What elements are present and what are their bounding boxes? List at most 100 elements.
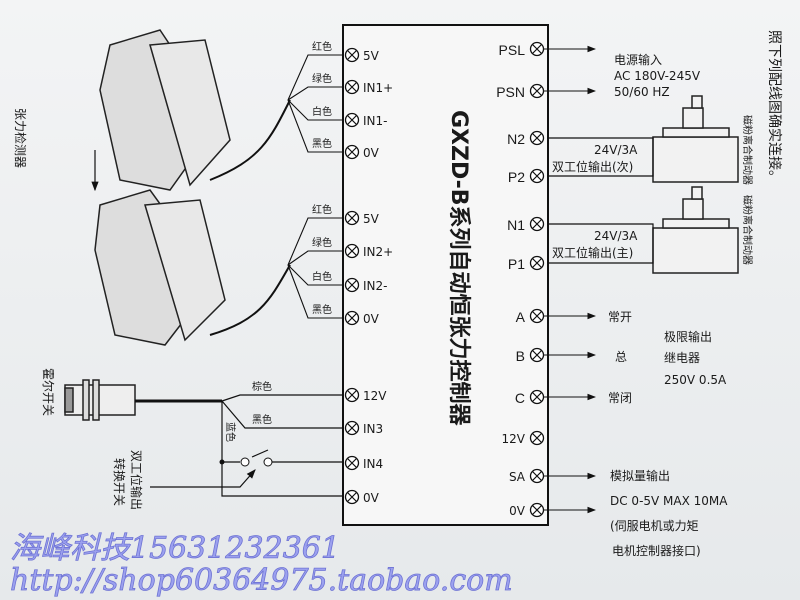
right-terminal-label: SA [509, 470, 526, 484]
sensor-wire [287, 54, 343, 101]
wire-color-label: 白色 [312, 270, 332, 283]
left-terminal-icon-mark [347, 423, 357, 433]
sensor-cable-1 [209, 99, 291, 181]
switch-label-1: 双工位输出 [129, 450, 144, 510]
power-voltage: AC 180V-245V [614, 69, 701, 83]
wire-color-label: 红色 [312, 40, 332, 53]
wire-color-label: 白色 [312, 105, 332, 118]
switch-icon [219, 449, 343, 467]
left-terminal-icon-mark [347, 390, 357, 400]
right-terminal-icon-mark [532, 133, 542, 143]
analog-title: 模拟量输出 [610, 468, 670, 483]
wire-color-label: 黑色 [312, 137, 332, 150]
relay-type: 继电器 [664, 351, 700, 365]
left-terminal-icon-mark [347, 492, 357, 502]
left-terminal-label: IN1- [363, 114, 387, 128]
right-terminal-label: PSL [499, 42, 526, 58]
wire-color-label: 绿色 [312, 72, 332, 85]
left-terminal-label: 5V [363, 212, 380, 226]
brake2-rating: 24V/3A [594, 143, 638, 157]
right-terminal-label: P2 [508, 169, 525, 185]
right-terminal-label: N1 [507, 217, 525, 233]
right-terminal-label: B [516, 348, 525, 364]
left-terminal-label: IN4 [363, 457, 383, 471]
right-terminal-icon-mark [532, 471, 542, 481]
left-terminal-label: 0V [363, 312, 380, 326]
relay-com: 总 [615, 350, 627, 364]
left-terminal-icon-mark [347, 82, 357, 92]
analog-note-1: (伺服电机或力矩 [610, 519, 699, 533]
hall-wires [221, 394, 343, 497]
tension-sensor-label: 张力检测器 [13, 108, 28, 168]
sensor-wire [287, 217, 343, 266]
relay-rating: 250V 0.5A [664, 373, 727, 387]
left-terminal-label: IN1+ [363, 81, 393, 95]
sensor-wire [287, 264, 343, 286]
analog-spec: DC 0-5V MAX 10MA [610, 494, 728, 508]
left-terminal-icon-mark [347, 147, 357, 157]
watermark-line-2: http://shop60364975.taobao.com [10, 563, 513, 598]
sensor-wire [287, 86, 343, 101]
relay-nc: 常闭 [608, 391, 632, 405]
sensor-wire [287, 99, 343, 121]
blue-wire-label: 蓝色 [224, 422, 237, 442]
brake-wires [548, 137, 654, 264]
brake-2 [652, 95, 739, 183]
brake2-label: 双工位输出(次) [552, 159, 633, 174]
sensor-wire [287, 264, 343, 319]
right-terminal-icon-mark [532, 219, 542, 229]
power-freq: 50/60 HZ [614, 85, 670, 99]
sensor-wire [287, 99, 343, 153]
left-terminal-icon-mark [347, 246, 357, 256]
right-terminal-icon-mark [532, 44, 542, 54]
right-terminal-label: PSN [496, 84, 525, 100]
analog-note-2: 电机控制器接口) [612, 543, 701, 558]
left-terminal-label: IN2+ [363, 245, 393, 259]
left-terminal-icon-mark [347, 50, 357, 60]
wire-color-label: 红色 [312, 203, 332, 216]
left-terminal-label: 0V [363, 146, 380, 160]
sensor-cable-2 [209, 264, 291, 336]
watermark-line-1: 海峰科技15631232361 [10, 531, 340, 566]
left-terminal-icon-mark [347, 458, 357, 468]
right-terminal-icon-mark [532, 392, 542, 402]
hall-switch [64, 379, 136, 421]
wire-color-label: 棕色 [252, 380, 272, 393]
left-terminal-icon-mark [347, 280, 357, 290]
left-terminal-icon-mark [347, 313, 357, 323]
sensor-wire [287, 250, 343, 266]
brake-1 [652, 186, 739, 274]
left-terminal-label: 0V [363, 491, 380, 505]
controller-box [342, 24, 549, 526]
terminals: 5V 红色 IN1+ 绿色 IN1- 白色 0V 黑色 5V 红色 IN2+ 绿色 IN2- 白色 0V 黑色… [252, 40, 597, 518]
left-terminal-label: IN2- [363, 279, 387, 293]
brake2-type: 磁粉离合制动器 [741, 115, 754, 185]
hall-switch-label: 霍尔开关 [41, 368, 56, 416]
right-terminal-label: A [516, 309, 526, 325]
left-terminal-label: IN3 [363, 422, 383, 436]
relay-title: 极限输出 [664, 329, 712, 344]
right-terminal-icon-mark [532, 505, 542, 515]
right-terminal-icon-mark [532, 311, 542, 321]
right-terminal-icon-mark [532, 258, 542, 268]
switch-pointer-arrow-icon [150, 469, 256, 488]
wire-color-label: 绿色 [312, 236, 332, 249]
right-terminal-icon-mark [532, 350, 542, 360]
brake1-rating: 24V/3A [594, 229, 638, 243]
side-note: 照下列配线图确实连接。 [766, 30, 783, 184]
tension-sensor-1 [99, 29, 231, 191]
left-terminal-icon-mark [347, 115, 357, 125]
switch-label-2: 转换开关 [112, 458, 127, 506]
right-terminal-label: P1 [508, 256, 525, 272]
right-terminal-icon-mark [532, 86, 542, 96]
right-terminal-label: 12V [502, 432, 526, 446]
power-title: 电源输入 [614, 52, 662, 67]
left-terminal-label: 5V [363, 49, 380, 63]
controller-title: GXZD-B系列自动恒张力控制器 [446, 110, 472, 427]
brake1-type: 磁粉离合制动器 [741, 195, 754, 265]
wire-color-label: 黑色 [252, 413, 272, 426]
relay-no: 常开 [608, 310, 632, 324]
tension-sensor-2 [94, 189, 226, 346]
